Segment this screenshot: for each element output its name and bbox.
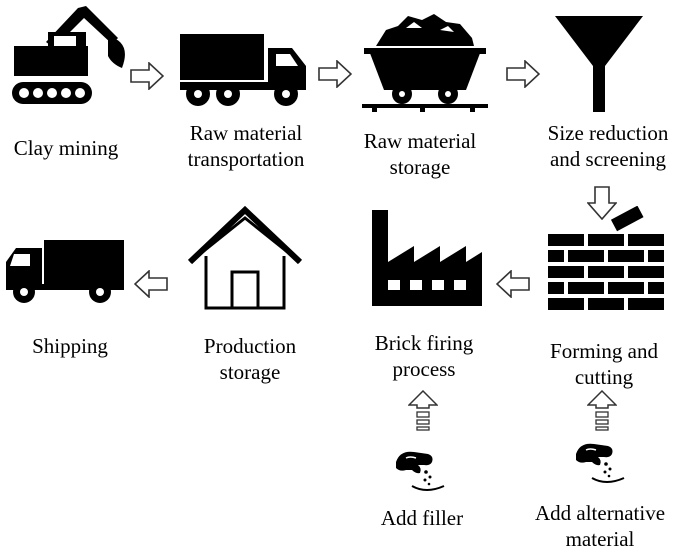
house-icon [187, 206, 303, 310]
hand-sprinkle-icon [396, 451, 445, 491]
step-label-forming-cutting: Forming and cutting [550, 339, 658, 389]
excavator-icon [12, 6, 125, 104]
arrow-up-alternative [587, 390, 617, 431]
arrow-up-filler [408, 390, 438, 431]
arrow-right-1 [130, 62, 164, 90]
brick-wall-icon [548, 206, 664, 310]
arrow-left-1 [496, 270, 530, 298]
factory-icon [372, 210, 482, 306]
input-label-add-alternative: Add alternative material [534, 501, 666, 551]
step-label-clay-mining: Clay mining [13, 136, 119, 160]
arrow-right-2 [318, 60, 352, 88]
step-label-raw-material-transportation: Raw material transportation [187, 121, 305, 171]
step-label-raw-material-storage: Raw material storage [363, 129, 477, 179]
step-label-brick-firing: Brick firing process [374, 331, 474, 381]
delivery-truck-icon [6, 240, 124, 303]
funnel-icon [555, 16, 643, 112]
arrow-left-2 [134, 270, 168, 298]
arrow-right-3 [506, 60, 540, 88]
step-label-size-reduction: Size reduction and screening [547, 121, 669, 171]
arrow-down-1 [587, 186, 617, 220]
dump-truck-icon [180, 34, 306, 106]
hand-sprinkle-icon [576, 443, 625, 483]
step-label-production-storage: Production storage [203, 334, 297, 384]
step-label-shipping: Shipping [32, 334, 108, 358]
input-label-add-filler: Add filler [380, 506, 464, 530]
mine-cart-icon [362, 14, 488, 112]
